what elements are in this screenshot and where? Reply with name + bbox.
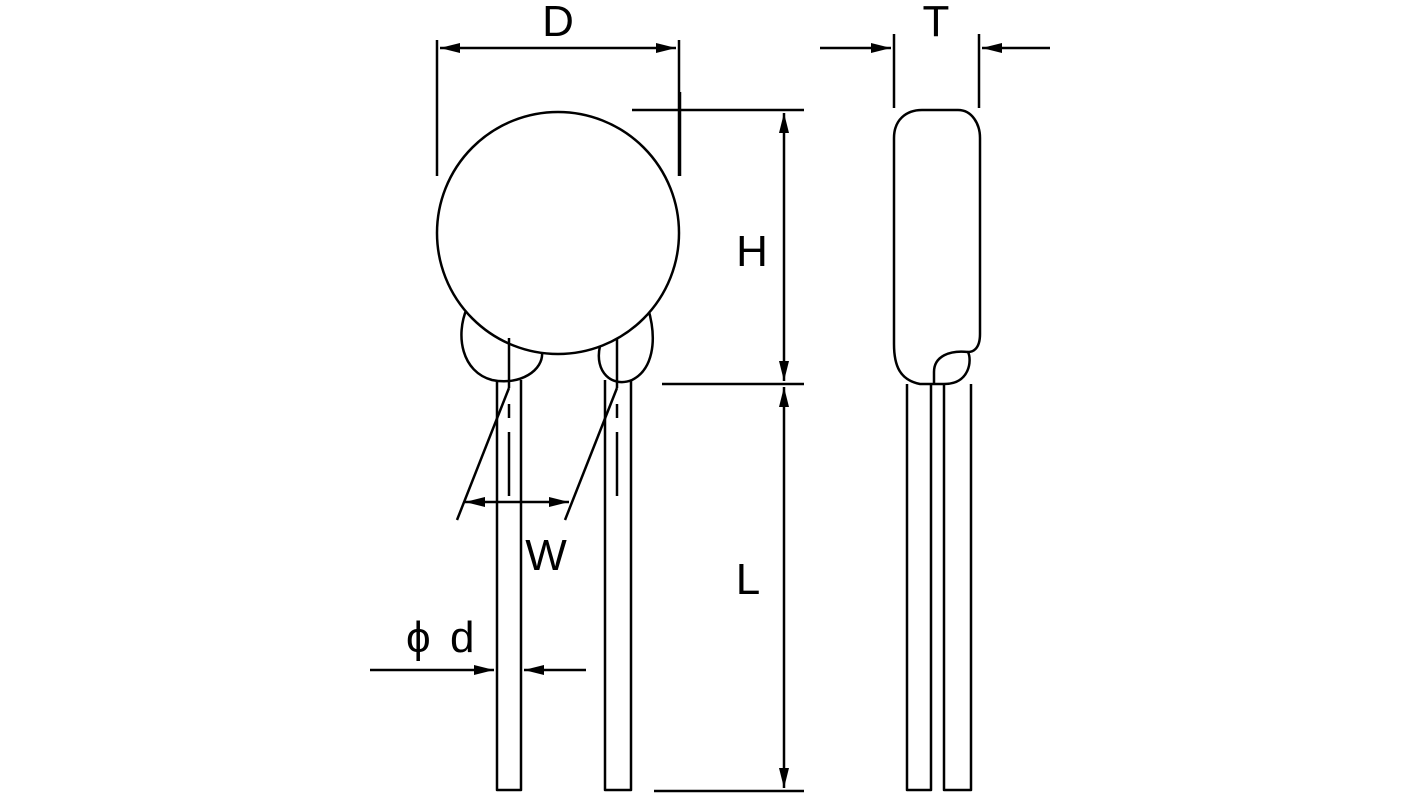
side-lead-front [905,384,933,792]
w-extension-left [455,387,511,521]
dimension-h-l: H L [632,92,804,793]
t-label: T [923,0,950,46]
right-lead-foot [597,307,654,384]
h-label: H [736,227,768,276]
l-label: L [736,555,760,604]
dimension-lead-diameter: ϕ d [370,613,586,675]
phi-symbol: ϕ [406,613,431,662]
phi-glyph: ϕ [406,613,431,662]
side-lead-back [942,384,973,792]
side-view [892,108,982,792]
dimension-w: W [455,387,619,580]
w-extension-right [563,387,619,521]
phid-label: d [450,613,474,662]
dimension-t: T [820,0,1050,108]
dimension-d: D [435,0,681,176]
w-label: W [525,531,567,580]
disc-body [435,110,681,356]
front-view [435,110,681,792]
left-lead-foot [460,307,544,383]
side-body [892,108,982,386]
left-lead [495,380,523,792]
d-label: D [542,0,574,46]
side-lead-bend [932,350,969,384]
right-lead [603,380,633,792]
